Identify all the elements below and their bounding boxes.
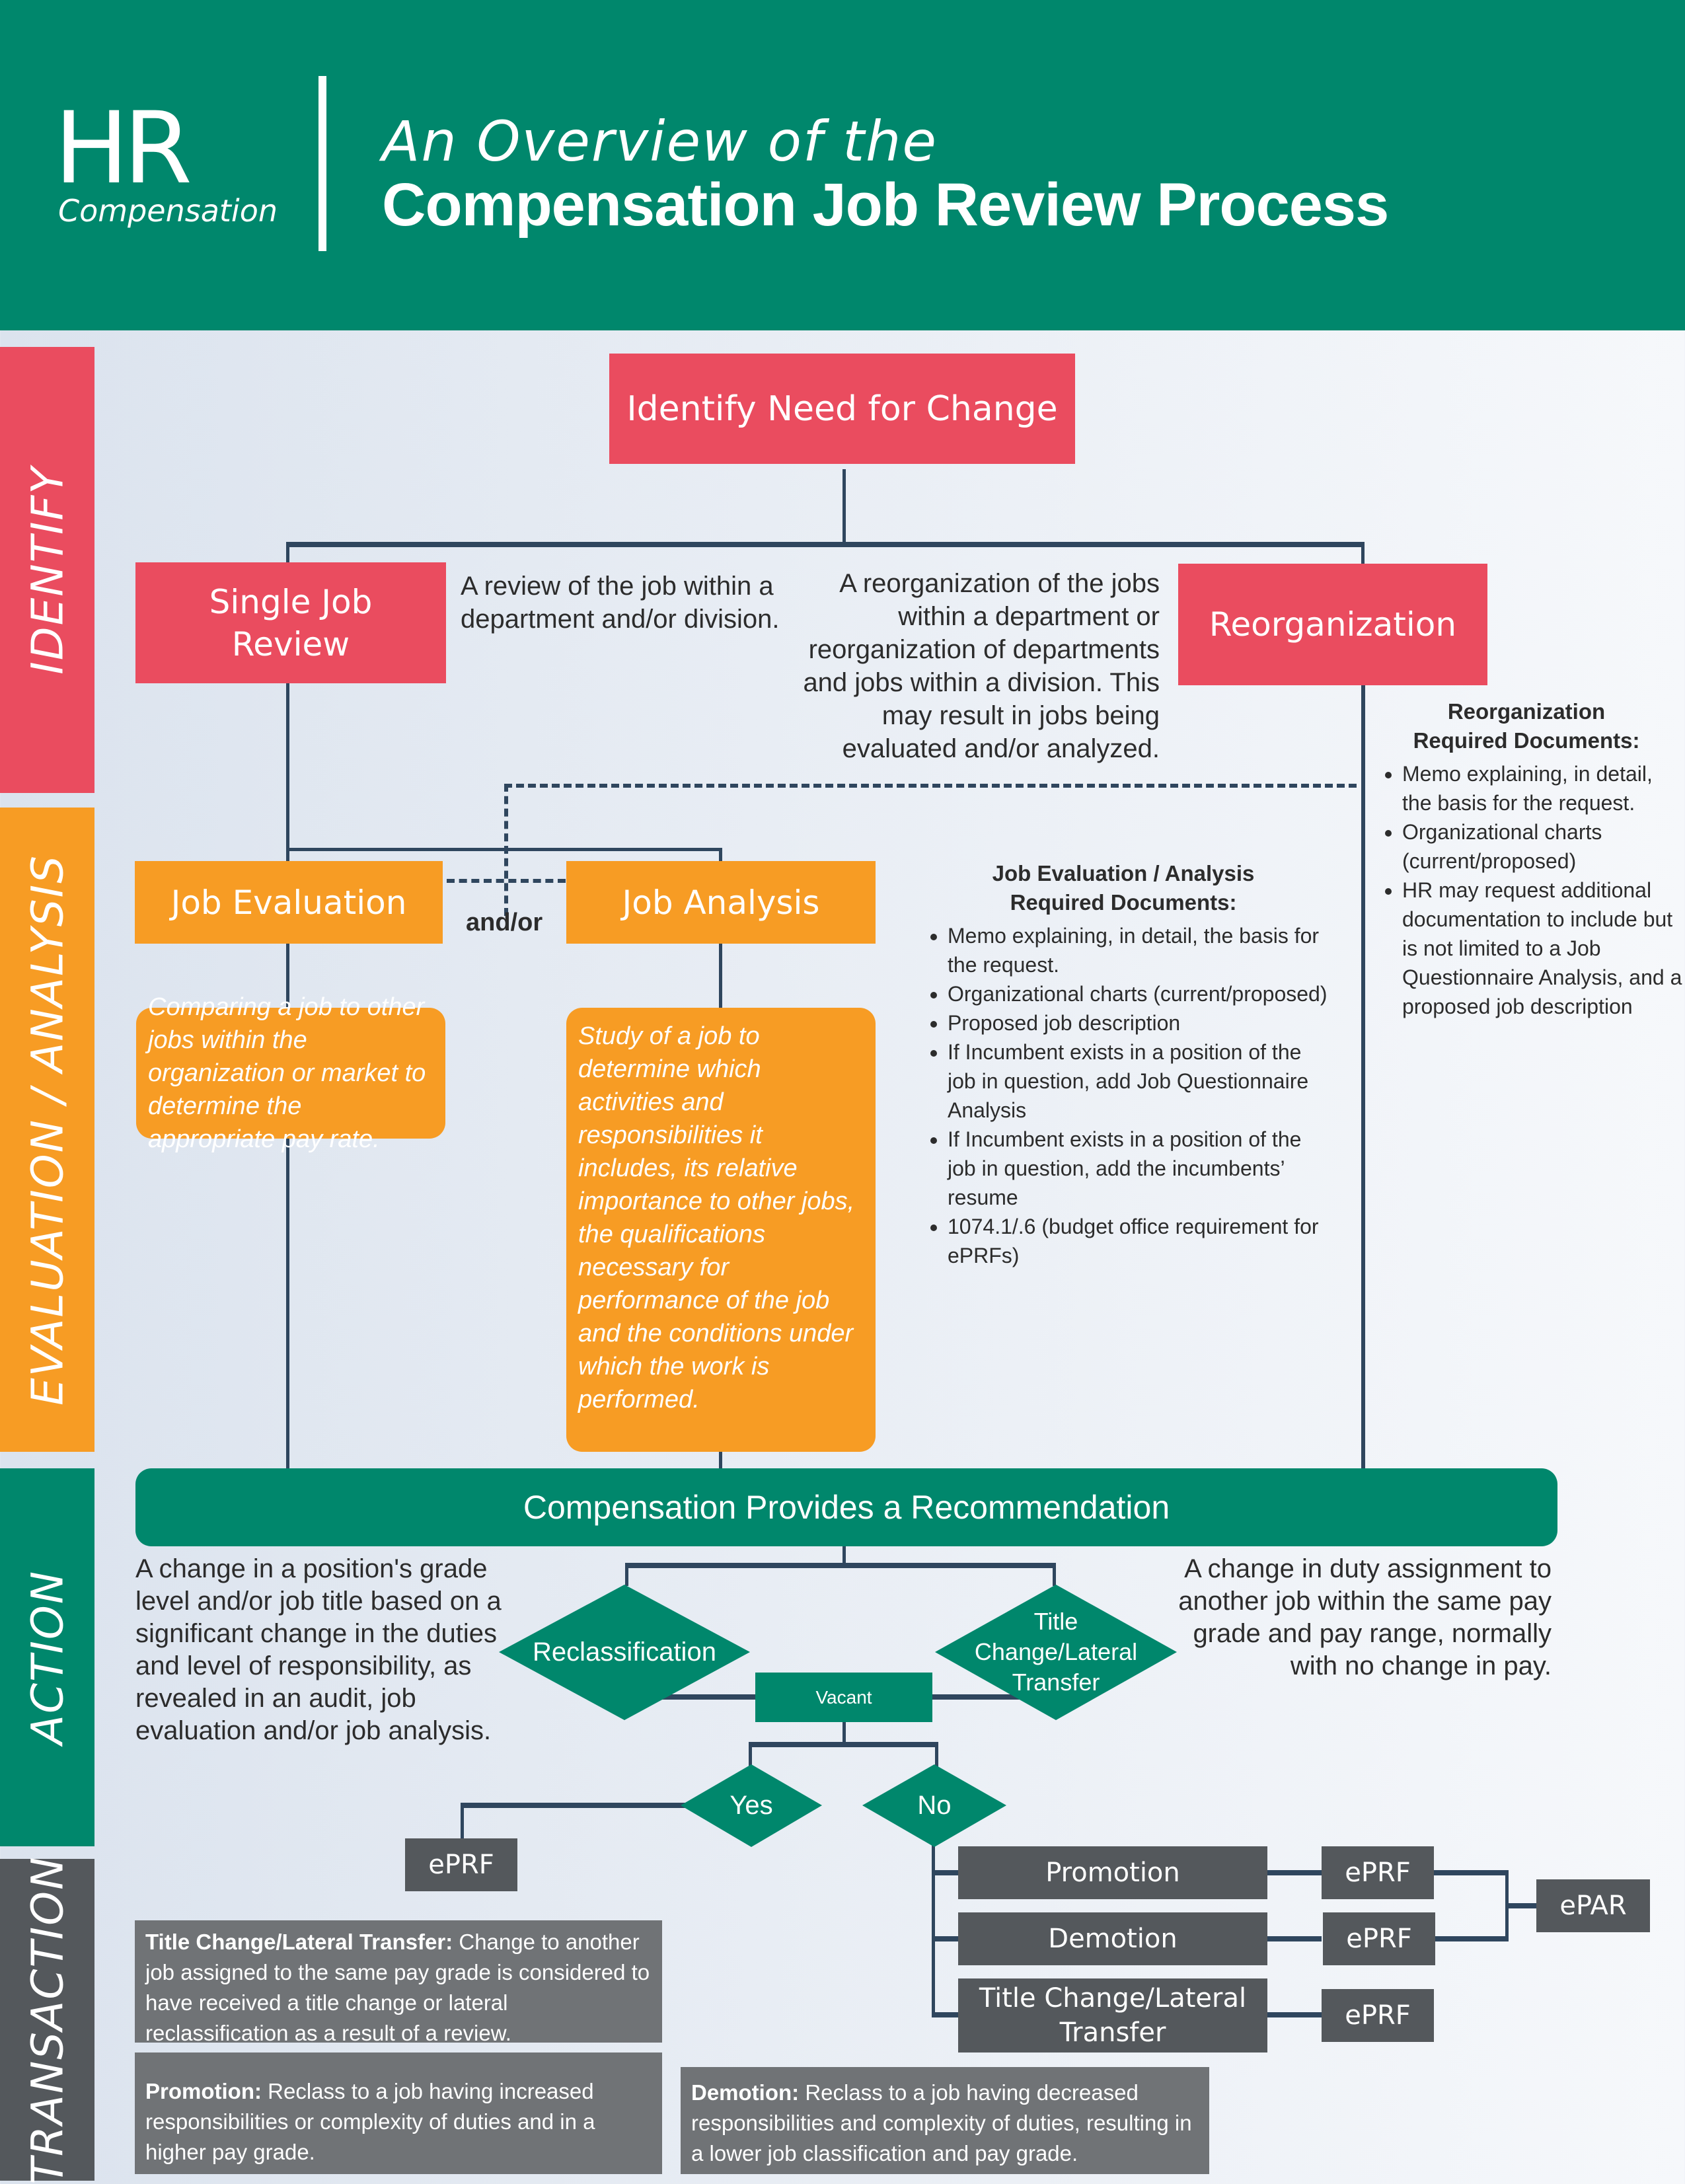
- connector-line: [1265, 1870, 1322, 1875]
- epar-box: ePAR: [1536, 1879, 1650, 1932]
- connector-line: [1361, 542, 1365, 565]
- definition-title-change: Title Change/Lateral Transfer: Change to…: [135, 1920, 662, 2045]
- connector-line: [1265, 1936, 1322, 1941]
- job-evaluation-box: Job Evaluation: [135, 861, 443, 944]
- document-item: Organizational charts (current/proposed): [948, 979, 1335, 1008]
- phase-label: IDENTIFY: [22, 465, 73, 675]
- phase-band-evaluation: EVALUATION / ANALYSIS: [0, 808, 94, 1452]
- connector-line: [932, 1837, 935, 2012]
- connector-line: [719, 1450, 722, 1470]
- connector-line: [935, 1742, 938, 1772]
- connector-line: [749, 1742, 752, 1772]
- job-evaluation-description: Comparing a job to other jobs within the…: [136, 993, 445, 1153]
- connector-line: [461, 1803, 464, 1842]
- reorganization-box: Reorganization: [1178, 564, 1487, 685]
- demotion-box: Demotion: [958, 1912, 1267, 1965]
- document-item: 1074.1/.6 (budget office requirement for…: [948, 1212, 1335, 1270]
- logo-hr: HR: [54, 91, 192, 206]
- title-change-diamond: [935, 1585, 1177, 1720]
- connector-line: [719, 944, 722, 1008]
- reorganization-description: A reorganization of the jobs within a de…: [803, 569, 1160, 763]
- job-analysis-box: Job Analysis: [566, 861, 876, 944]
- reclassification-label: Reclassification: [533, 1637, 716, 1667]
- definition-demotion: Demotion: Reclass to a job having decrea…: [681, 2067, 1209, 2174]
- definition-text: Reclass to a job having decreased respon…: [691, 2080, 1192, 2165]
- title-change-label: Title Change/Lateral Transfer: [974, 1608, 1138, 1696]
- yes-eprf-box: ePRF: [405, 1838, 517, 1891]
- yes-label: Yes: [730, 1791, 773, 1820]
- demotion-eprf-box: ePRF: [1323, 1912, 1435, 1965]
- definition-term: Demotion:: [691, 2080, 800, 2105]
- phase-label: TRANSACTION: [22, 1856, 73, 2184]
- connector-line: [842, 469, 846, 545]
- connector-line: [932, 1936, 958, 1941]
- connector-line: [842, 1526, 846, 1566]
- connector-line: [719, 848, 722, 861]
- connector-line: [749, 1742, 938, 1747]
- title-change-description: A change in duty assignment to another j…: [1178, 1554, 1552, 1680]
- single-job-review-box: Single Job Review: [135, 562, 446, 683]
- document-item: Organizational charts (current/proposed): [1402, 817, 1685, 876]
- connector-line: [461, 1803, 685, 1808]
- no-diamond: [862, 1764, 1006, 1847]
- document-item: If Incumbent exists in a position of the…: [948, 1037, 1335, 1125]
- connector-line: [1053, 1563, 1056, 1586]
- definition-text: Change to another job assigned to the sa…: [145, 1930, 650, 2045]
- promotion-eprf-box: ePRF: [1322, 1846, 1434, 1899]
- reclassification-diamond: [499, 1585, 750, 1720]
- docs-title: Reorganization: [1447, 699, 1606, 724]
- connector-line: [1265, 2012, 1322, 2017]
- dashed-connector: [504, 784, 1357, 788]
- docs-title: Required Documents:: [1010, 890, 1237, 915]
- phase-band-transaction: TRANSACTION: [0, 1856, 94, 2184]
- no-label: No: [917, 1791, 952, 1820]
- connector-line: [842, 1718, 846, 1745]
- vacant-box: Vacant: [755, 1673, 932, 1722]
- title-change-transfer-box: Title Change/Lateral Transfer: [958, 1978, 1267, 2052]
- dashed-connector: [504, 784, 508, 916]
- document-item: Memo explaining, in detail, the basis fo…: [1402, 759, 1685, 817]
- document-item: Memo explaining, in detail, the basis fo…: [948, 921, 1335, 979]
- connector-line: [1505, 1903, 1538, 1908]
- page-title-line1: An Overview of the: [382, 109, 938, 174]
- dashed-connector: [447, 879, 566, 883]
- promotion-box: Promotion: [958, 1846, 1267, 1899]
- header-banner: HR Compensation An Overview of the Compe…: [0, 0, 1685, 330]
- phase-band-identify: IDENTIFY: [0, 347, 94, 793]
- connector-line: [932, 1870, 958, 1875]
- logo-compensation: Compensation: [58, 193, 278, 229]
- connector-line: [932, 2012, 958, 2017]
- definition-promotion: Promotion: Reclass to a job having incre…: [135, 2052, 662, 2174]
- phase-band-action: ACTION: [0, 1468, 94, 1846]
- docs-title: Job Evaluation / Analysis: [992, 861, 1255, 885]
- job-analysis-description: Study of a job to determine which activi…: [566, 1008, 876, 1452]
- connector-line: [625, 1563, 1056, 1568]
- document-item: HR may request additional documentation …: [1402, 876, 1685, 1021]
- connector-line: [286, 542, 1365, 547]
- header-divider: [318, 76, 326, 251]
- and-or-label: and/or: [466, 909, 543, 936]
- phase-label: ACTION: [22, 1569, 73, 1745]
- definition-text: Reclass to a job having increased respon…: [145, 2079, 595, 2164]
- definition-term: Title Change/Lateral Transfer:: [145, 1930, 453, 1954]
- document-item: If Incumbent exists in a position of the…: [948, 1125, 1335, 1212]
- connector-line: [286, 542, 289, 565]
- connector-line: [1431, 1936, 1509, 1941]
- connector-line: [1431, 1870, 1509, 1875]
- connector-line: [625, 1563, 628, 1586]
- identify-need-box: Identify Need for Change: [609, 354, 1075, 464]
- recommendation-bar: Compensation Provides a Recommendation: [135, 1468, 1557, 1546]
- yes-diamond: [681, 1764, 822, 1847]
- docs-title: Required Documents:: [1413, 728, 1640, 753]
- connector-line: [1361, 684, 1365, 1470]
- title-change-eprf-box: ePRF: [1322, 1989, 1434, 2042]
- single-job-review-description: A review of the job within a department …: [461, 572, 780, 634]
- page-title-line2: Compensation Job Review Process: [382, 171, 1389, 239]
- reclassification-description: A change in a position's grade level and…: [135, 1554, 502, 1745]
- document-item: Proposed job description: [948, 1008, 1335, 1037]
- definition-term: Promotion:: [145, 2079, 262, 2103]
- phase-label: EVALUATION / ANALYSIS: [22, 854, 73, 1406]
